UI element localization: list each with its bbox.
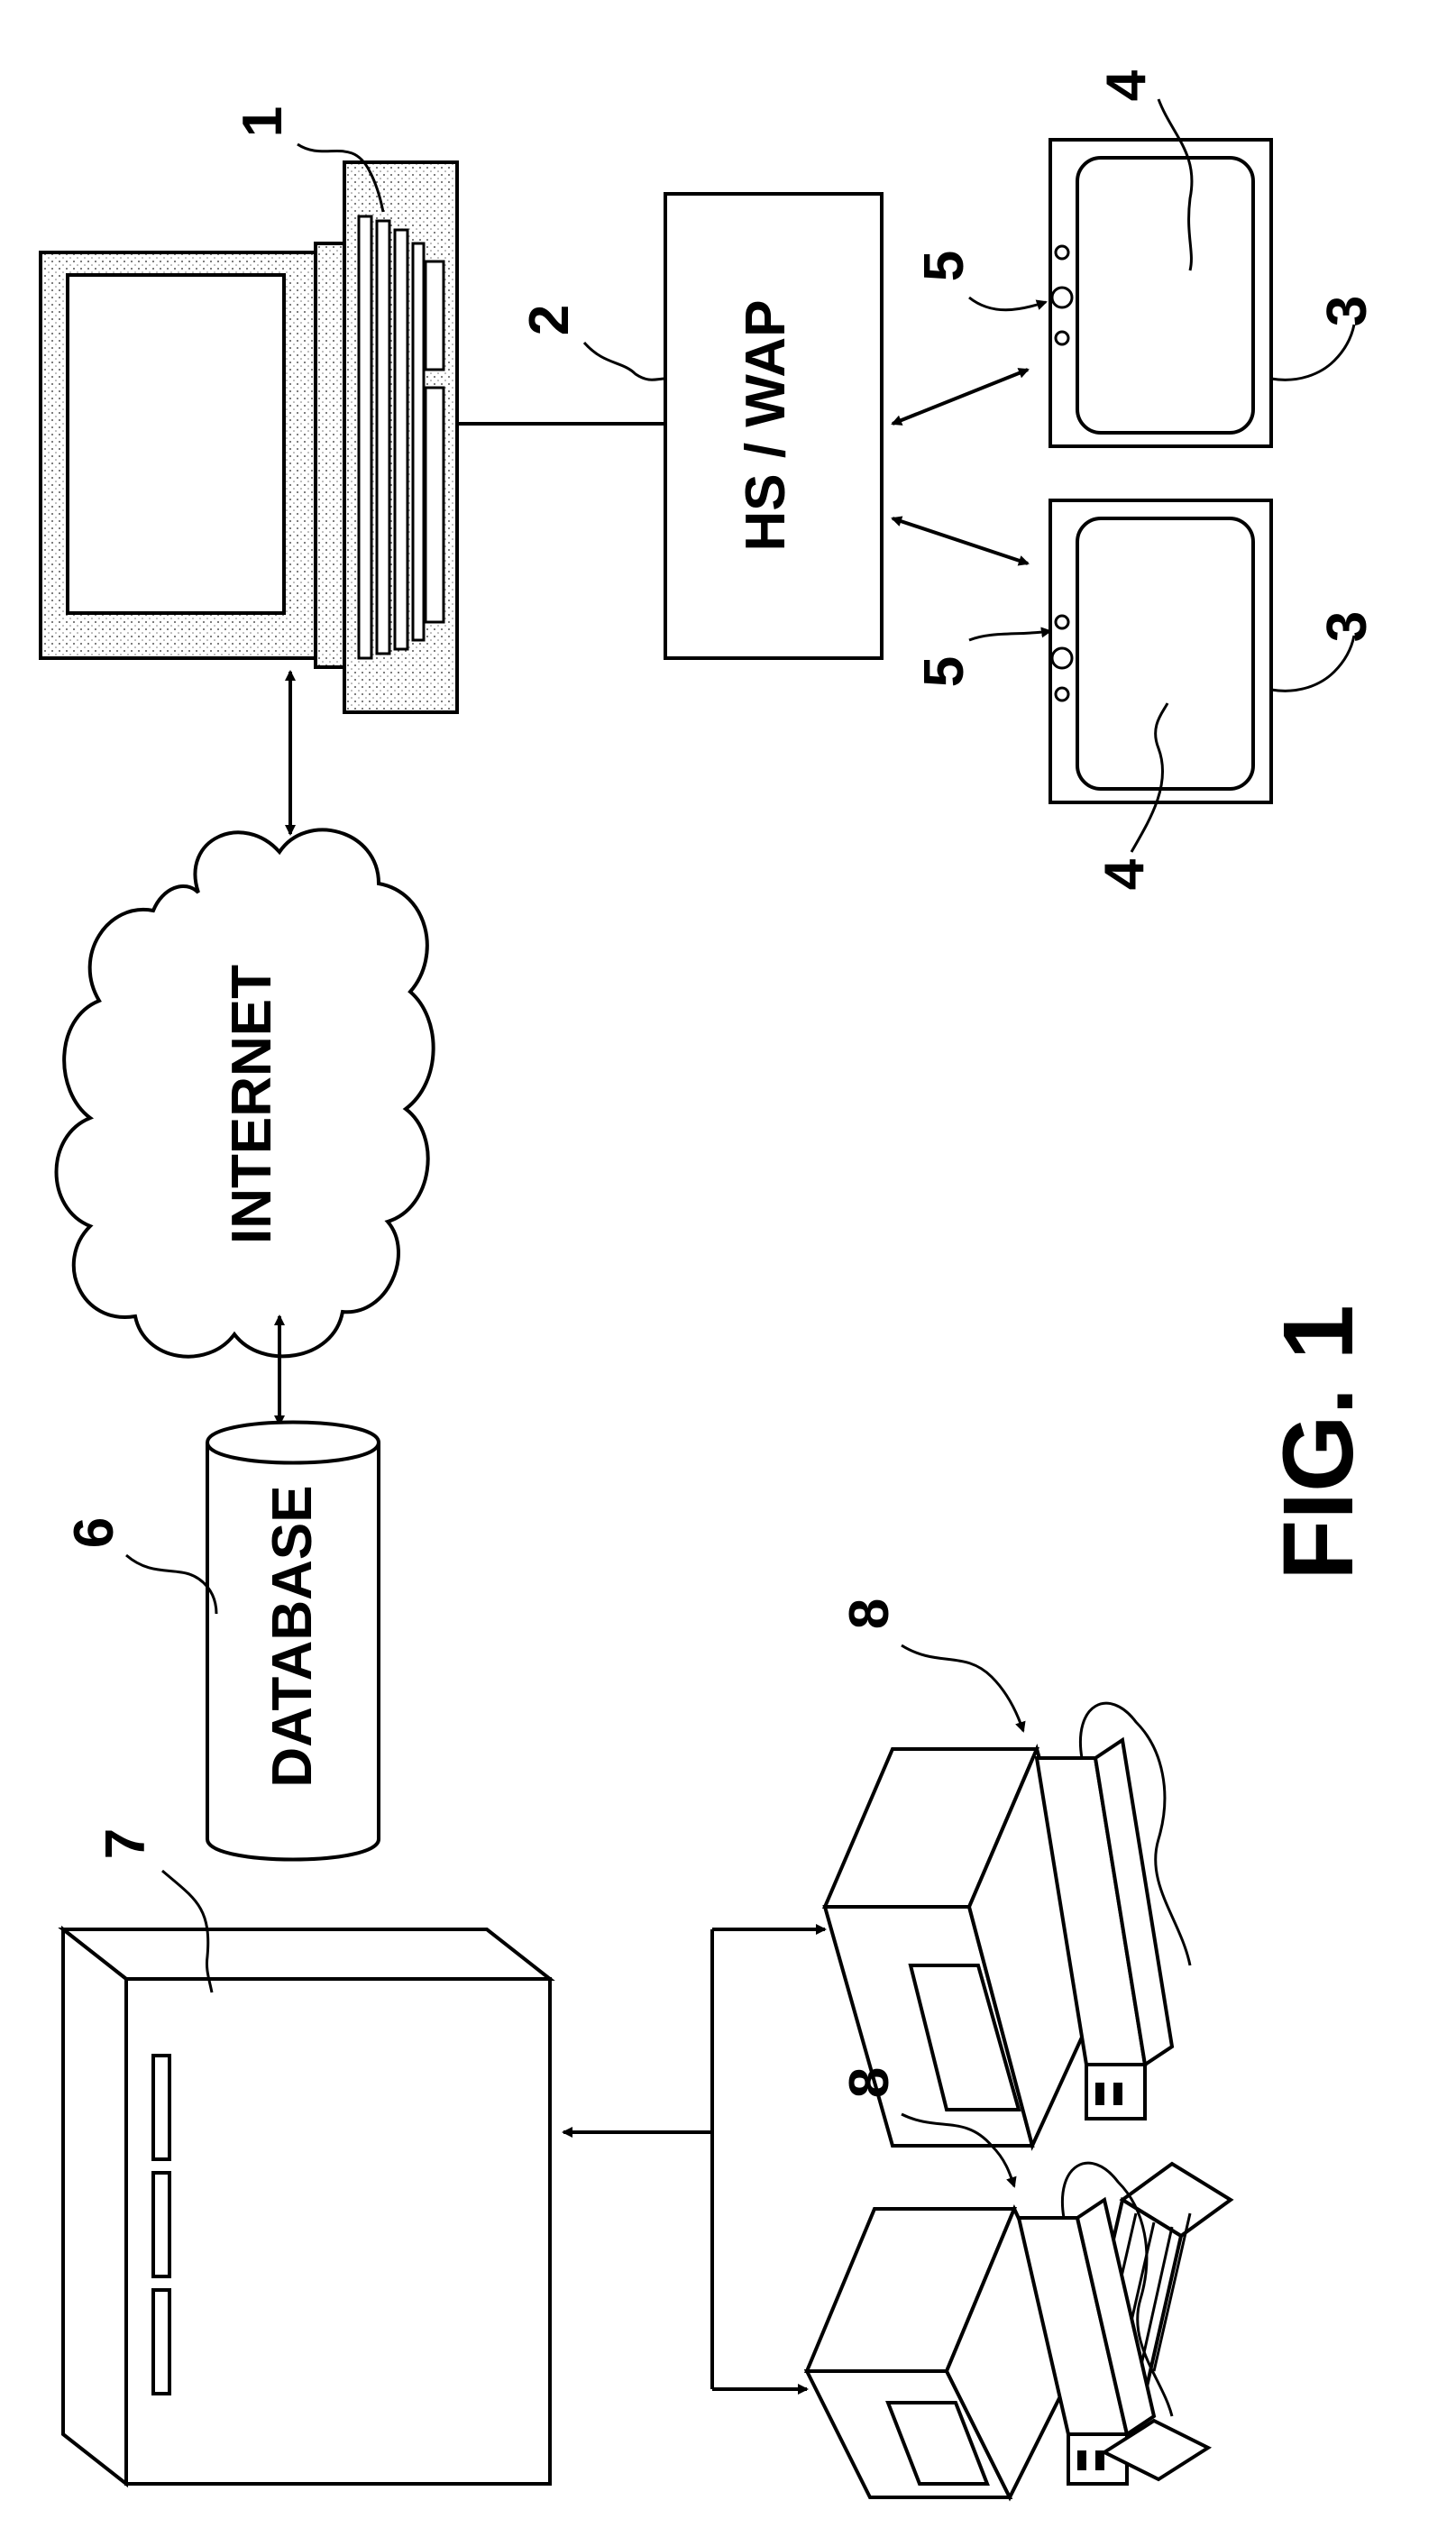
ref-numeral-8-bottom: 8 (838, 2067, 901, 2098)
ref-numeral-4-top: 4 (1095, 69, 1158, 101)
ref-numeral-8-top: 8 (838, 1598, 901, 1629)
ref-6-label: 6 (63, 1517, 216, 1614)
hswap-to-monitor-a-link (893, 370, 1028, 424)
figure-caption: FIG. 1 (1263, 1305, 1374, 1580)
ref-5a-label: 5 (913, 251, 1046, 310)
hs-wap-label: HS / WAP (735, 299, 797, 551)
laptop-computer (41, 162, 457, 712)
ref-numeral-4-bottom: 4 (1094, 858, 1156, 890)
monitor-a (1050, 140, 1271, 446)
hswap-to-monitor-b-link (893, 518, 1028, 563)
ref-3a-label: 3 (1271, 296, 1378, 380)
database-label: DATABASE (261, 1485, 324, 1787)
ref-numeral-5-bottom: 5 (913, 656, 975, 687)
database-cylinder: DATABASE (207, 1423, 379, 1860)
ref-numeral-7: 7 (95, 1828, 157, 1859)
internet-cloud: INTERNET (57, 829, 434, 1356)
ref-3b-label: 3 (1271, 611, 1378, 692)
ref-2-label: 2 (518, 305, 665, 380)
ref-numeral-5-top: 5 (913, 251, 975, 281)
ref-8a-label: 8 (838, 1598, 1023, 1731)
ref-numeral-6: 6 (63, 1517, 125, 1548)
hs-wap-box: HS / WAP (665, 194, 882, 658)
ref-numeral-1: 1 (232, 106, 294, 137)
ref-5b-label: 5 (913, 631, 1050, 687)
ref-numeral-3-top: 3 (1316, 296, 1378, 326)
internet-label: INTERNET (221, 965, 283, 1244)
ref-numeral-3-bottom: 3 (1316, 611, 1378, 642)
server-tower (63, 1929, 550, 2484)
ref-numeral-2: 2 (518, 305, 581, 335)
